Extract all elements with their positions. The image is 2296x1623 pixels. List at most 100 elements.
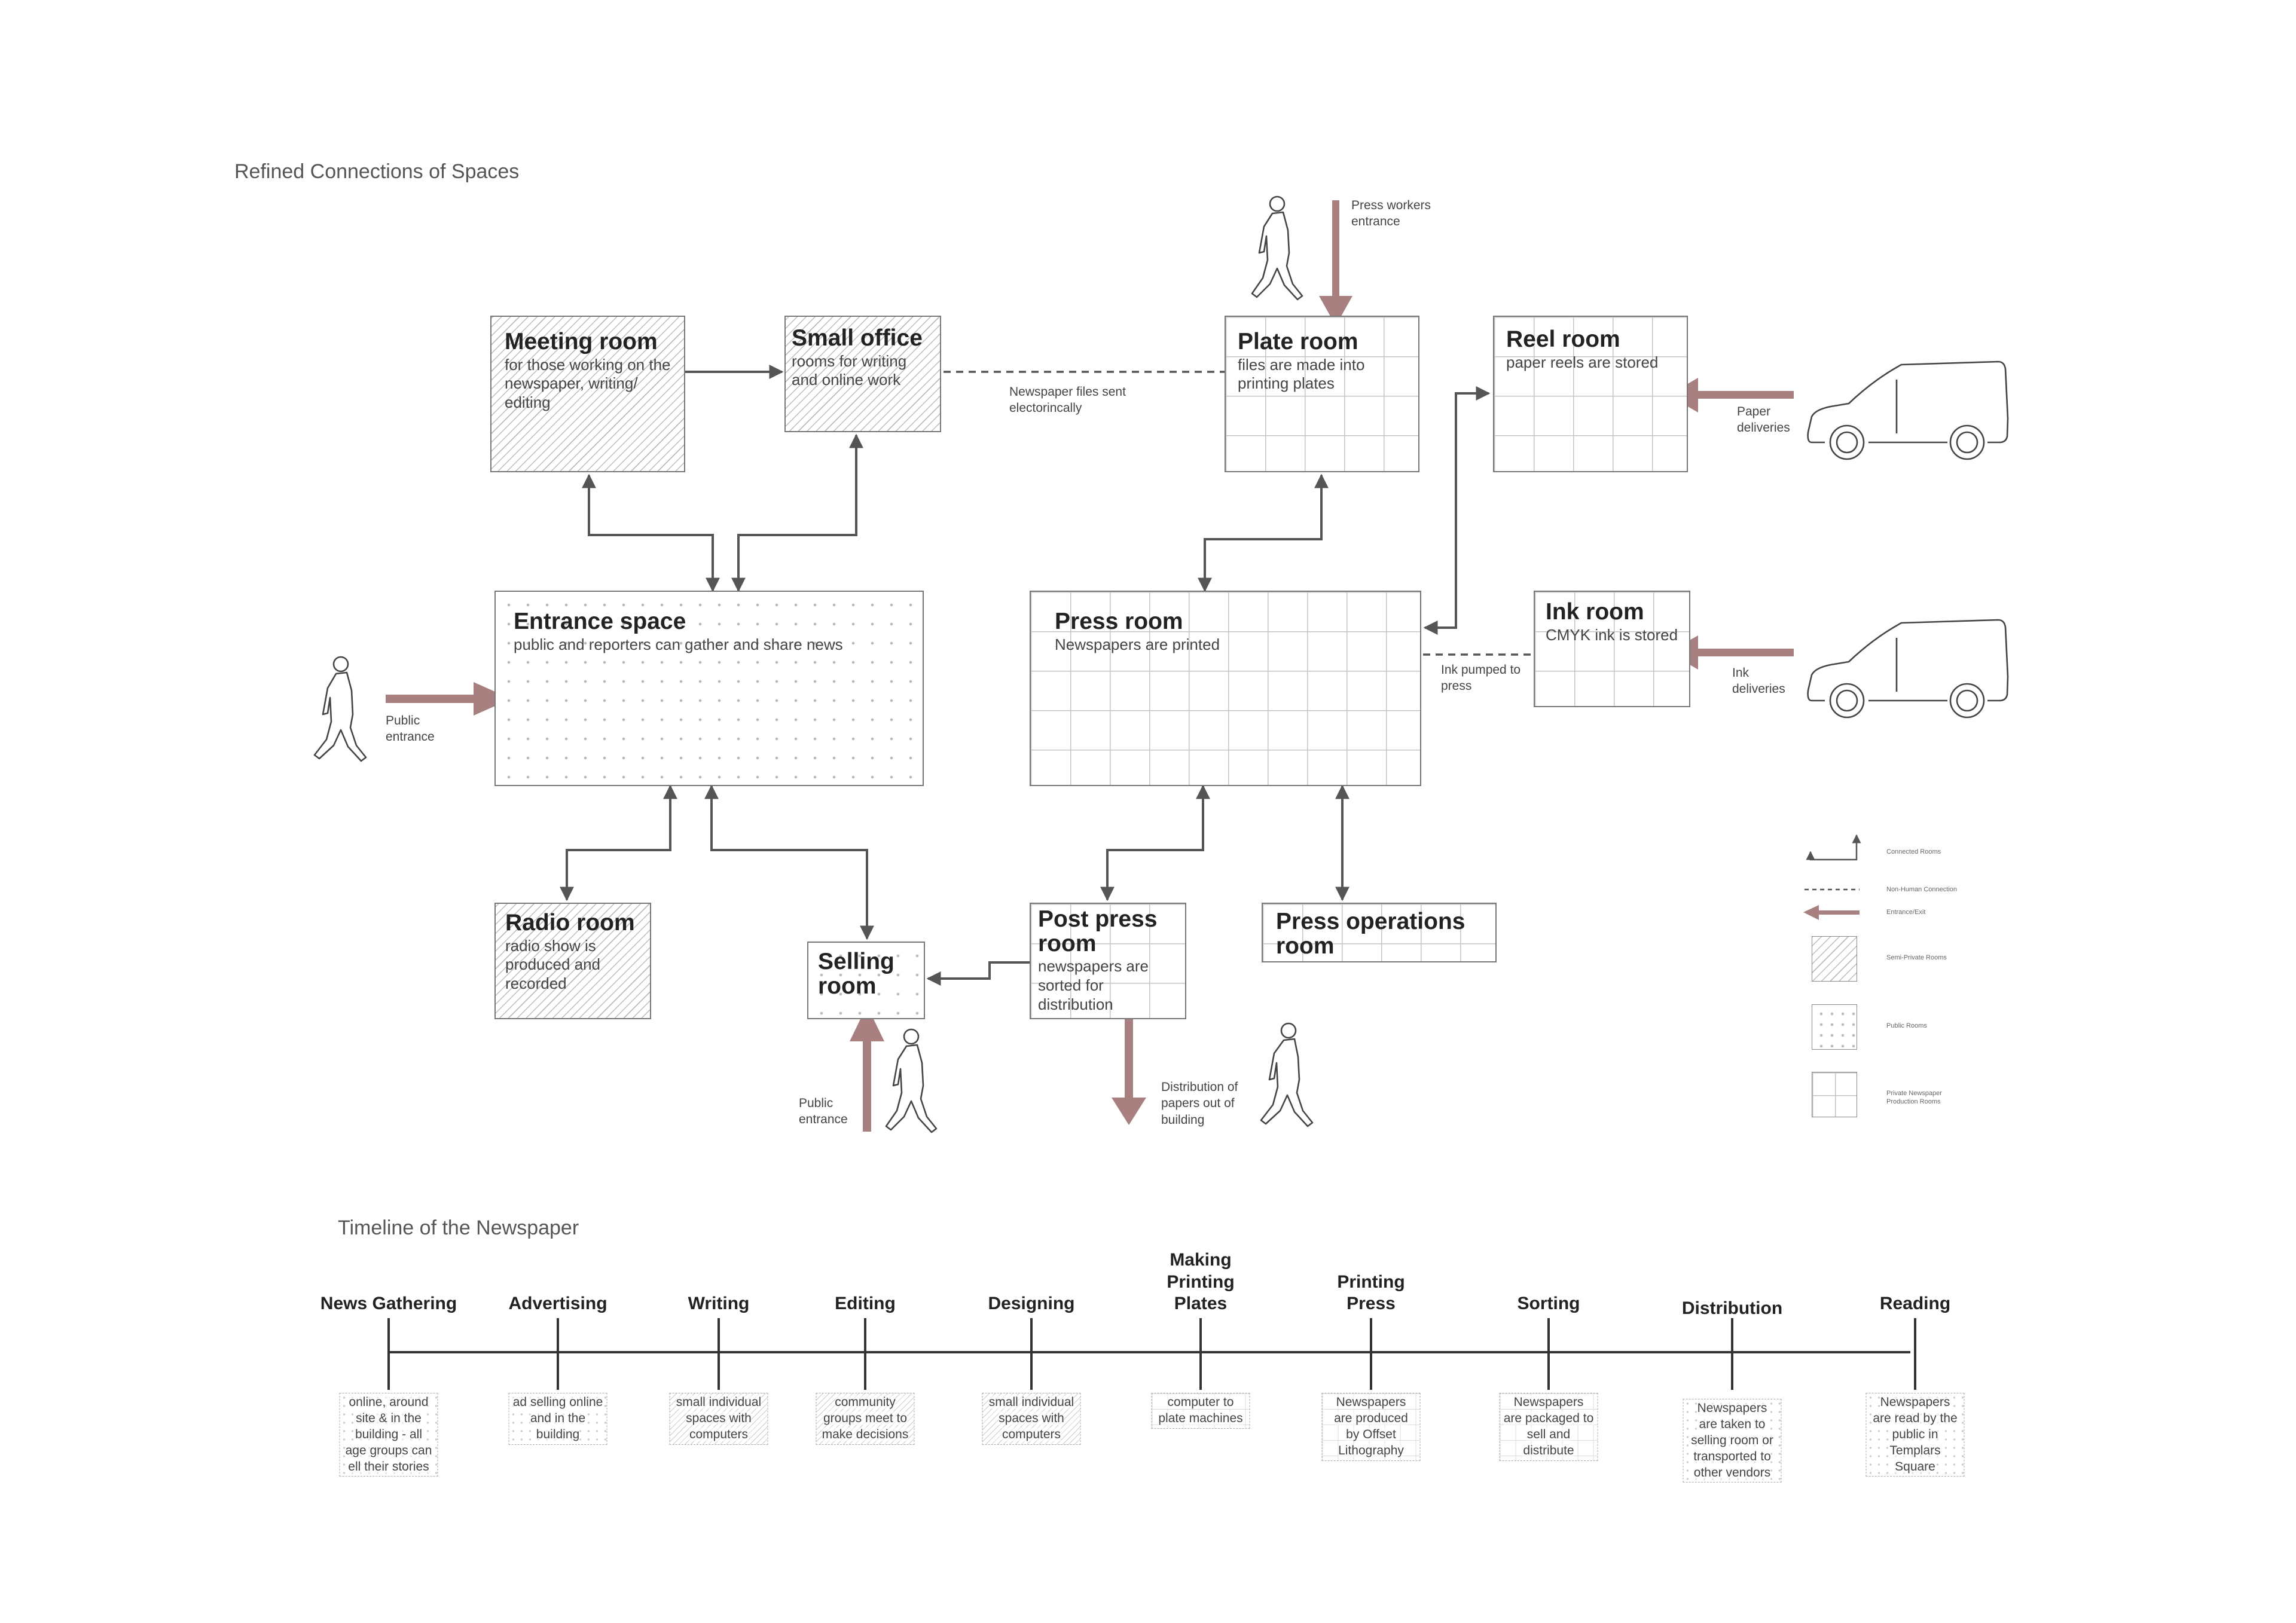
connector-plate-press [1198, 473, 1329, 592]
timeline-stage-description: community groups meet to make decisions [816, 1393, 915, 1445]
timeline-stage-description-text: ad selling online and in the building [512, 1395, 603, 1441]
label-press-workers-entrance: Press workers entrance [1351, 198, 1431, 229]
legend-public-label: Public Rooms [1886, 1022, 1927, 1029]
room-description: public and reporters can gather and shar… [514, 635, 843, 653]
person-icon-press-workers [1251, 195, 1303, 301]
small-office-room: Small office rooms for writing and onlin… [784, 316, 941, 432]
press-workers-arrow [1319, 200, 1352, 326]
legend-non-human-label: Non-Human Connection [1886, 886, 1958, 893]
timeline-stage-label: Sorting [1517, 1294, 1580, 1314]
timeline-stage-label: Writing [688, 1294, 750, 1314]
timeline-stage-description: small individual spaces with computers [982, 1393, 1081, 1445]
selling-room: Selling room [807, 942, 925, 1019]
label-files-sent: Newspaper files sent electorincally [1009, 385, 1126, 415]
connector-meeting-entrance [582, 473, 720, 592]
public-entrance-bottom-arrow [850, 1005, 884, 1132]
legend-semi-private-swatch [1812, 936, 1857, 982]
timeline-stage-description-text: Newspapers are produced by Offset Lithog… [1334, 1395, 1408, 1457]
person-icon-public-bottom [885, 1028, 938, 1133]
timeline-stage-description: Newspapers are taken to selling room or … [1683, 1399, 1782, 1483]
plate-room: Plate room files are made into printing … [1225, 316, 1419, 472]
press-operations-room: Press operations room [1262, 903, 1497, 962]
room-description: paper reels are stored [1506, 353, 1659, 371]
connector-entrance-radio [560, 784, 677, 901]
room-title: Reel room [1506, 326, 1620, 352]
room-description: for those working on the newspaper, writ… [505, 355, 671, 411]
timeline-stage-description: Newspapers are packaged to sell and dist… [1499, 1393, 1598, 1461]
timeline-stage-description: ad selling online and in the building [508, 1393, 607, 1445]
timeline-stage-description: Newspapers are read by the public in Tem… [1866, 1393, 1965, 1477]
post-press-room: Post press room newspapers are sorted fo… [1030, 903, 1186, 1019]
label-distribution: Distribution of papers out of building [1161, 1080, 1238, 1127]
radio-room: Radio room radio show is produced and re… [494, 903, 651, 1019]
legend-private-label: Private Newspaper Production Rooms [1886, 1090, 1942, 1106]
room-description: newspapers are sorted for distribution [1038, 957, 1149, 1013]
legend-semi-private-label: Semi-Private Rooms [1886, 954, 1947, 961]
room-description: Newspapers are printed [1055, 635, 1220, 653]
timeline-stage-description-text: small individual spaces with computers [676, 1395, 762, 1441]
connector-smalloffice-entrance [731, 433, 863, 592]
ink-room: Ink room CMYK ink is stored [1534, 591, 1690, 707]
label-ink-deliveries: Ink deliveries [1732, 666, 1785, 696]
room-title: Entrance space [514, 609, 686, 634]
timeline-stage-label: Reading [1879, 1294, 1951, 1314]
room-title: Ink room [1546, 599, 1644, 625]
room-title: Meeting room [505, 329, 658, 354]
room-title: Selling room [818, 949, 894, 999]
legend-graphics [1803, 834, 1861, 920]
legend-entrance-exit-label: Entrance/Exit [1886, 909, 1926, 916]
label-paper-deliveries: Paper deliveries [1737, 405, 1790, 435]
press-room: Press room Newspapers are printed [1030, 591, 1421, 786]
connector-postpress-selling [926, 961, 1033, 986]
label-public-entrance-left: Public entrance [386, 714, 435, 744]
van-icon-ink [1807, 619, 2009, 719]
timeline-title: Timeline of the Newspaper [338, 1217, 579, 1239]
timeline-stage-description: online, around site & in the building - … [339, 1393, 438, 1477]
room-title: Plate room [1238, 329, 1358, 354]
diagram-title: Refined Connections of Spaces [234, 160, 520, 183]
timeline-stage-label: Designing [988, 1294, 1075, 1314]
timeline-stage-description: computer to plate machines [1151, 1393, 1250, 1429]
timeline-stage-description-text: Newspapers are packaged to sell and dist… [1503, 1395, 1594, 1457]
room-title: Small office [792, 325, 923, 351]
meeting-room: Meeting room for those working on the ne… [490, 316, 685, 472]
legend-private-swatch [1812, 1072, 1857, 1117]
timeline-stage-description-text: computer to plate machines [1158, 1395, 1243, 1425]
label-public-entrance-bottom: Public entrance [799, 1096, 848, 1127]
room-description: rooms for writing and online work [792, 352, 907, 389]
timeline-stage-label: News Gathering [320, 1294, 457, 1314]
non-human-connections [944, 371, 1535, 656]
timeline-stage-description-text: online, around site & in the building - … [345, 1395, 432, 1474]
timeline-stage-description-text: Newspapers are read by the public in Tem… [1873, 1395, 1958, 1474]
timeline-stage-label: Printing Press [1337, 1271, 1405, 1314]
room-title: Press operations room [1276, 909, 1465, 959]
legend-connected-label: Connected Rooms [1886, 848, 1941, 855]
person-icon-distribution [1260, 1022, 1314, 1127]
timeline-stage-description: Newspapers are produced by Offset Lithog… [1321, 1393, 1421, 1461]
distribution-arrow [1112, 997, 1146, 1125]
reel-room: Reel room paper reels are stored [1493, 316, 1688, 472]
entrance-space-room: Entrance space public and reporters can … [494, 591, 924, 786]
van-icon-paper [1807, 360, 2009, 460]
room-title: Press room [1055, 609, 1183, 634]
connector-press-postpress [1100, 784, 1210, 901]
timeline-stage-label: Making Printing Plates [1167, 1250, 1235, 1314]
timeline-stage-description: small individual spaces with computers [669, 1393, 768, 1445]
entrance-exit-arrows [386, 200, 1794, 1132]
paper-delivery-arrow [1668, 378, 1794, 412]
legend-connected-icon [1806, 834, 1861, 861]
room-description: radio show is produced and recorded [505, 936, 601, 992]
room-description: files are made into printing plates [1238, 355, 1365, 393]
person-icon-public-left [313, 656, 367, 762]
connector-entrance-selling [704, 784, 874, 940]
timeline-axis [387, 1318, 1916, 1390]
legend-public-swatch [1812, 1004, 1857, 1050]
room-title: Post press room [1038, 906, 1158, 956]
timeline-stage-label: Distribution [1681, 1298, 1783, 1319]
timeline-stage-description-text: community groups meet to make decisions [822, 1395, 909, 1441]
public-entrance-left-arrow [386, 682, 511, 716]
timeline-stage-description-text: small individual spaces with computers [988, 1395, 1074, 1441]
connector-reel-press [1423, 386, 1491, 635]
